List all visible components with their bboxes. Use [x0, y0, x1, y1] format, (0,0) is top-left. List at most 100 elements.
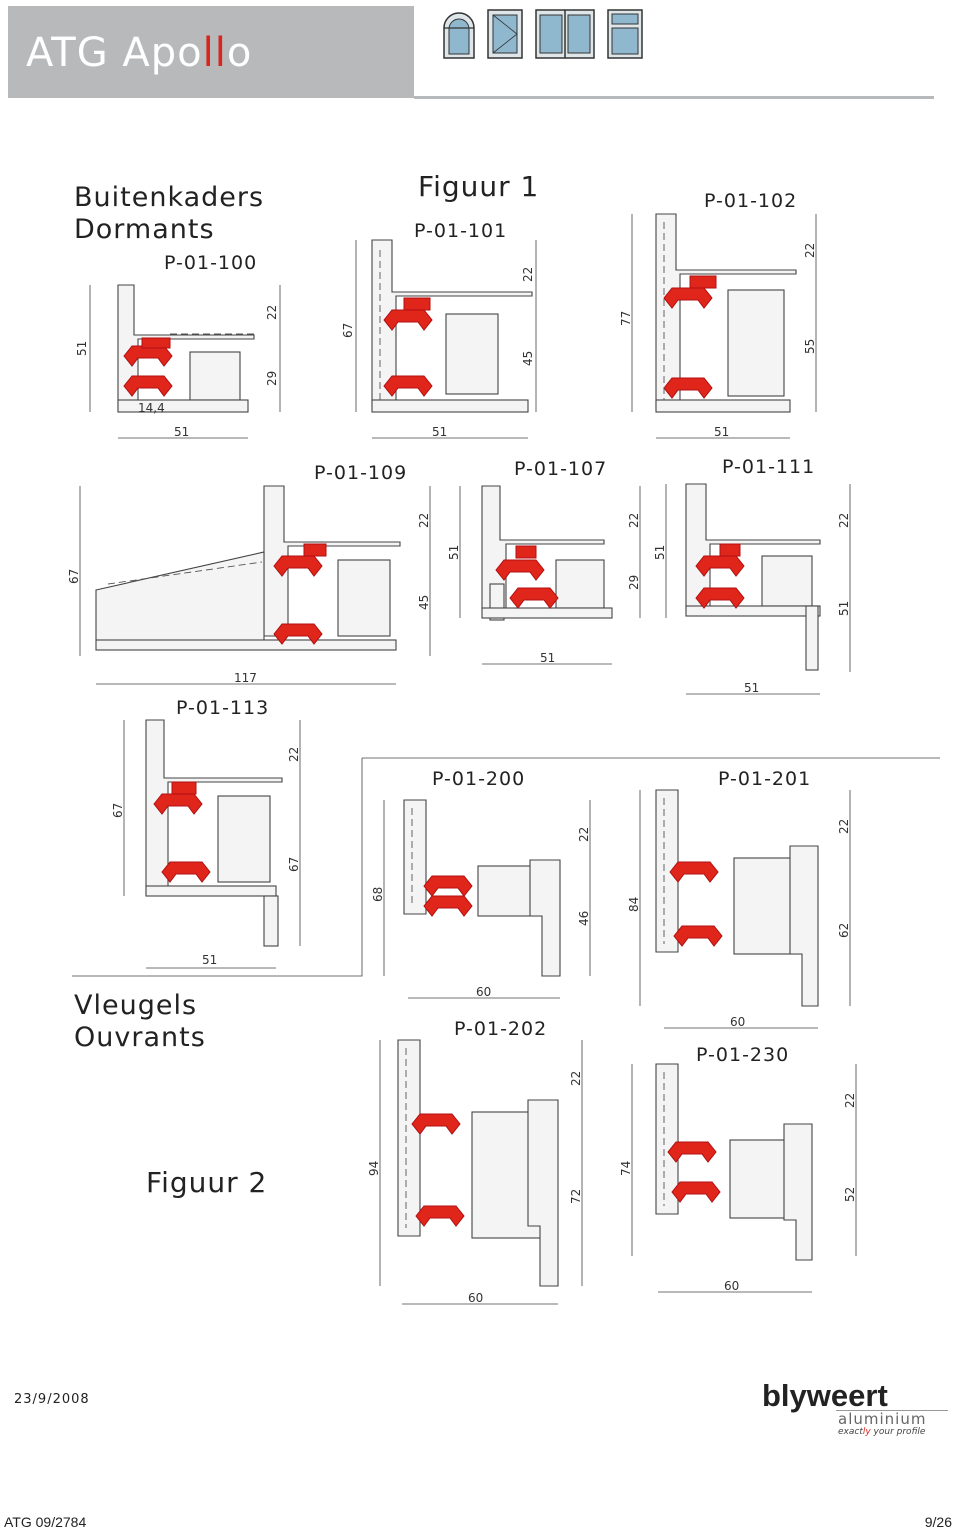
logo-divider	[836, 1410, 948, 1411]
tagline-part: exact	[838, 1427, 863, 1437]
dim-label: 67	[67, 569, 81, 584]
dim-label: 74	[619, 1161, 633, 1176]
dim-label: 72	[569, 1189, 583, 1204]
profile-drawing-p01-100	[89, 284, 281, 439]
dim-label: 51	[714, 425, 729, 439]
dim-label: 51	[202, 953, 217, 967]
dim-label: 51	[744, 681, 759, 695]
tagline-highlight: ly	[862, 1427, 871, 1437]
document-title: ATG Apollo	[26, 30, 252, 76]
double-window-icon	[535, 9, 595, 59]
dim-label: 60	[476, 985, 491, 999]
logo-tagline: exactly your profile	[838, 1427, 925, 1437]
profile-drawing-p01-201	[639, 789, 851, 1029]
profile-label-p01-102: P-01-102	[704, 190, 798, 212]
profile-drawing-p01-109	[79, 485, 431, 685]
dim-label: 62	[837, 923, 851, 938]
profile-drawing-p01-230	[631, 1063, 857, 1293]
document-date: 23/9/2008	[14, 1392, 90, 1407]
frames-heading-line2: Dormants	[74, 214, 215, 245]
frames-heading-line1: Buitenkaders	[74, 182, 265, 213]
logo-wordmark: blyweert	[762, 1378, 888, 1413]
dim-label: 51	[653, 545, 667, 560]
sashes-heading-line2: Ouvrants	[74, 1022, 206, 1053]
dim-label: 22	[287, 747, 301, 762]
profile-drawing-p01-200	[383, 799, 591, 999]
title-part: ATG Apo	[26, 30, 203, 76]
dim-label: 46	[577, 911, 591, 926]
dim-label: 22	[577, 827, 591, 842]
dim-label: 22	[265, 305, 279, 320]
transom-window-icon	[607, 9, 643, 59]
logo-subtitle: aluminium	[838, 1410, 927, 1428]
dim-label: 60	[724, 1279, 739, 1293]
dim-label: 29	[265, 371, 279, 386]
dim-label: 22	[521, 267, 535, 282]
dim-label: 67	[287, 857, 301, 872]
dim-label: 51	[447, 545, 461, 560]
profile-label-p01-113: P-01-113	[176, 697, 270, 719]
header-rule	[414, 96, 934, 99]
header-band	[8, 6, 414, 98]
dim-label: 22	[803, 243, 817, 258]
dim-label: 29	[627, 575, 641, 590]
dimension-labels: 51 22 29 14,4 51 67 22 45 51 77 22 55 51…	[67, 243, 857, 1305]
page-number: 9/26	[924, 1514, 952, 1530]
title-highlight: ll	[202, 30, 227, 76]
profile-drawing-p01-102	[631, 213, 817, 439]
dim-label: 22	[837, 513, 851, 528]
tagline-end: your profile	[870, 1427, 926, 1437]
dim-label: 45	[417, 595, 431, 610]
profile-label-p01-201: P-01-201	[718, 768, 812, 790]
tilt-window-icon	[487, 9, 523, 59]
dim-label: 22	[627, 513, 641, 528]
arched-window-icon	[443, 12, 475, 59]
divider-left	[72, 758, 363, 977]
dim-label: 45	[521, 351, 535, 366]
dim-label: 67	[341, 323, 355, 338]
dim-label: 51	[837, 601, 851, 616]
profile-drawing-p01-111	[665, 483, 851, 695]
dim-label: 60	[730, 1015, 745, 1029]
profile-drawing-p01-107	[459, 485, 641, 665]
profile-drawing-p01-101	[355, 239, 537, 439]
dim-label: 22	[837, 819, 851, 834]
dim-label: 22	[843, 1093, 857, 1108]
dim-label: 60	[468, 1291, 483, 1305]
figure1-caption: Figuur 1	[418, 170, 540, 203]
dim-label: 94	[367, 1161, 381, 1176]
dim-label: 52	[843, 1187, 857, 1202]
dim-label: 67	[111, 803, 125, 818]
dim-label: 55	[803, 339, 817, 354]
dim-label: 51	[174, 425, 189, 439]
profile-label-p01-109: P-01-109	[314, 462, 408, 484]
dim-label: 68	[371, 887, 385, 902]
dim-label: 77	[619, 311, 633, 326]
profile-label-p01-202: P-01-202	[454, 1018, 548, 1040]
dim-label: 84	[627, 897, 641, 912]
profile-drawing-p01-202	[379, 1039, 583, 1305]
window-type-icons	[443, 9, 643, 59]
profile-label-p01-200: P-01-200	[432, 768, 526, 790]
sashes-heading: Vleugels Ouvrants	[74, 990, 206, 1054]
figure2-caption: Figuur 2	[146, 1166, 268, 1199]
dim-label: 51	[75, 341, 89, 356]
dim-label: 51	[540, 651, 555, 665]
profile-label-p01-107: P-01-107	[514, 458, 608, 480]
profile-drawing-p01-113	[123, 719, 301, 969]
profile-label-p01-230: P-01-230	[696, 1044, 790, 1066]
frames-heading: Buitenkaders Dormants	[74, 182, 264, 246]
dim-label: 22	[569, 1071, 583, 1086]
dim-label: 22	[417, 513, 431, 528]
dim-label: 14,4	[138, 401, 165, 415]
dim-label: 51	[432, 425, 447, 439]
blyweert-logo: blyweert aluminium exactly your profile	[756, 1378, 952, 1440]
title-part-end: o	[226, 30, 253, 76]
dim-label: 117	[234, 671, 257, 685]
document-reference: ATG 09/2784	[4, 1514, 87, 1530]
profile-label-p01-101: P-01-101	[414, 220, 508, 242]
profile-label-p01-111: P-01-111	[722, 456, 816, 478]
profile-label-p01-100: P-01-100	[164, 252, 258, 274]
sashes-heading-line1: Vleugels	[74, 990, 198, 1021]
